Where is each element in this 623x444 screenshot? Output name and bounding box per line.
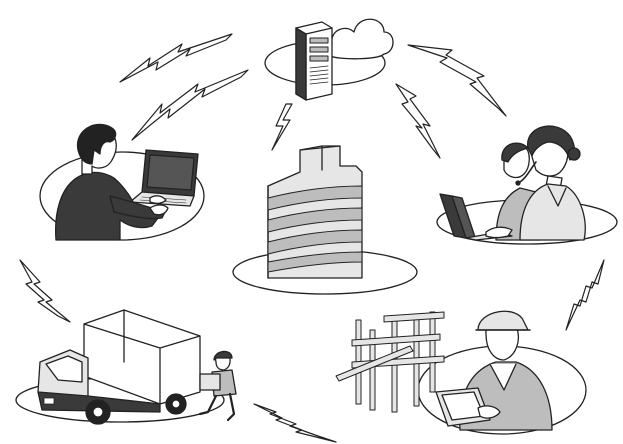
lightning-truck-construction-icon [253, 403, 337, 443]
logistics-node [15, 309, 237, 425]
scaffolding-icon [335, 311, 445, 413]
lightning-server-hub-icon [271, 103, 293, 151]
office-worker-node [39, 123, 205, 241]
server-tower-icon [295, 21, 333, 101]
person-laptop-icon [54, 123, 199, 241]
lightning-worker-server-2-icon [131, 69, 249, 141]
construction-node [335, 310, 587, 435]
lightning-server-callcenter-icon [407, 44, 507, 117]
lightning-connectors [19, 33, 605, 443]
lightning-worker-server-icon [119, 33, 233, 83]
lightning-worker-truck-icon [19, 259, 71, 323]
call-center-node [436, 125, 618, 245]
office-building-icon [267, 145, 363, 279]
server-node [264, 18, 394, 101]
lightning-server-callcenter-2-icon [395, 83, 441, 159]
hub-building [232, 145, 418, 295]
operators-headset-icon [439, 125, 586, 241]
lightning-callcenter-construction-icon [565, 259, 605, 331]
construction-worker-tablet-icon [435, 310, 553, 431]
delivery-truck-icon [37, 309, 237, 425]
cloud-icon [323, 18, 394, 60]
